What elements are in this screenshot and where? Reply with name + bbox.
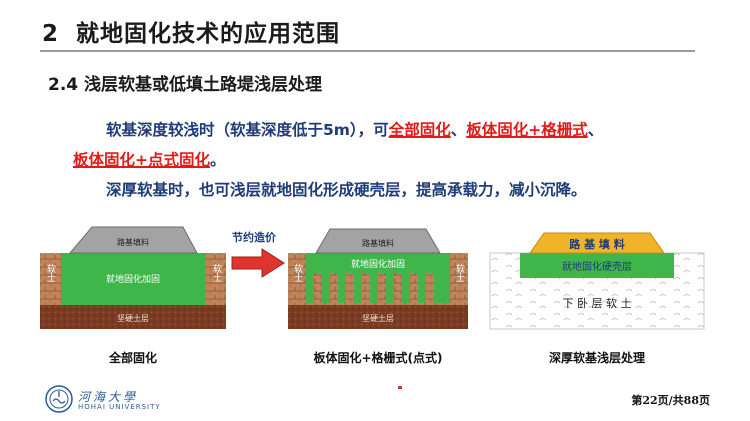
highlight-slab-point: 板体固化+点式固化 — [73, 151, 210, 169]
diagram-slab-grid: 路基填料 就地固化加固 坚硬土层 软土 软土 — [288, 228, 468, 329]
embankment — [68, 226, 198, 254]
paragraph-1-line-2: 板体固化+点式固化。 — [73, 148, 226, 170]
diagrams-panel: 路基填料 就地固化加固 坚硬土层 软土 软土 节约造价 路基填料 就地固化加固 … — [40, 226, 705, 365]
hard-soil-label: 坚硬土层 — [362, 313, 394, 323]
highlight-full-curing: 全部固化 — [388, 121, 451, 139]
separator-2: 、 — [587, 121, 604, 139]
title-divider — [40, 50, 695, 52]
bottom-marker — [398, 386, 402, 389]
page-title: 2 就地固化技术的应用范围 — [42, 14, 340, 48]
logo-text-cn: 河海大學 — [78, 390, 139, 404]
soft-soil-right-label: 软土 — [211, 263, 222, 282]
arrow-label: 节约造价 — [232, 230, 277, 244]
crust-label: 就地固化硬壳层 — [562, 260, 632, 273]
heading-number: 2 — [42, 21, 60, 47]
paragraph-2: 深厚软基时，也可浅层就地固化形成硬壳层，提高承载力，减小沉降。 — [106, 181, 587, 199]
caption-deep-soft-soil: 深厚软基浅层处理 — [549, 350, 645, 365]
embankment-label: 路基填料 — [117, 237, 149, 247]
grid-columns — [306, 273, 450, 303]
cured-slab — [306, 253, 450, 273]
caption-slab-grid: 板体固化+格栅式(点式) — [313, 350, 442, 365]
soft-soil-left-label: 软土 — [292, 263, 303, 282]
diagram-deep-soft-soil: 路 基 填 料 就地固化硬壳层 下 卧 层 软 土 — [489, 232, 705, 330]
hard-soil-label: 坚硬土层 — [117, 313, 149, 323]
underlying-label: 下 卧 层 软 土 — [563, 296, 632, 310]
logo-text-en: HOHAI UNIVERSITY — [78, 403, 161, 411]
crust-layer — [520, 253, 674, 278]
page-number: 第22页/共88页 — [631, 394, 710, 407]
embankment — [529, 232, 665, 254]
caption-full-curing: 全部固化 — [108, 350, 157, 365]
cured-block — [61, 253, 206, 305]
hard-soil-layer — [40, 305, 226, 329]
embankment — [315, 228, 441, 254]
separator-1: 、 — [450, 121, 467, 139]
hard-soil-layer — [288, 305, 468, 329]
embankment-label: 路基填料 — [362, 238, 394, 248]
heading-text: 就地固化技术的应用范围 — [76, 21, 341, 47]
embankment-label: 路 基 填 料 — [569, 237, 625, 251]
diagram-full-curing: 路基填料 就地固化加固 坚硬土层 软土 软土 — [40, 226, 226, 329]
soft-soil-left-label: 软土 — [45, 263, 56, 282]
paragraph-1-lead: 软基深度较浅时（软基深度低于5m），可 — [106, 121, 389, 139]
right-arrow-icon — [231, 248, 285, 278]
soft-soil-right-label: 软土 — [454, 263, 465, 282]
section-title: 2.4 浅层软基或低填土路堤浅层处理 — [48, 75, 323, 95]
cured-label: 就地固化加固 — [351, 258, 405, 270]
cured-label: 就地固化加固 — [106, 273, 160, 285]
paragraph-1-line-1: 软基深度较浅时（软基深度低于5m），可全部固化、板体固化+格栅式、 — [106, 118, 603, 140]
highlight-slab-grid: 板体固化+格栅式 — [466, 121, 588, 139]
paragraph-1-end: 。 — [210, 151, 226, 169]
hohai-university-emblem-icon — [45, 385, 73, 413]
